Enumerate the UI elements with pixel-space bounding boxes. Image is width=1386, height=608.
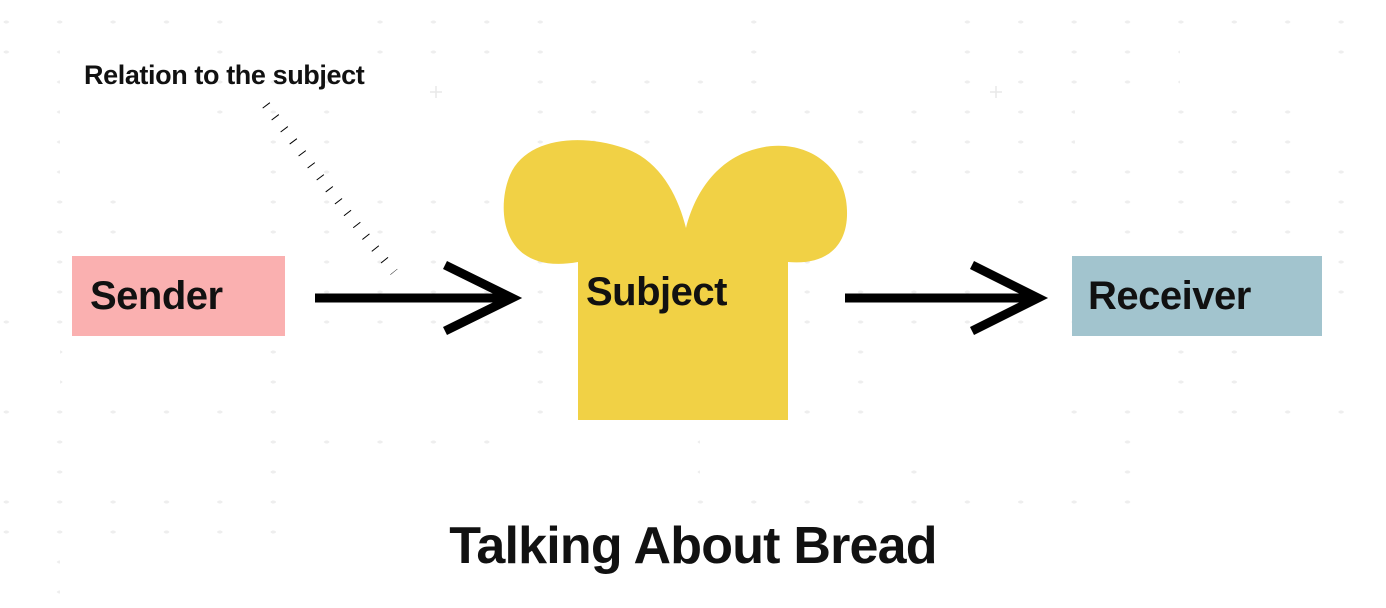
node-receiver[interactable]: Receiver xyxy=(1072,256,1322,336)
canvas-crosshair-marks xyxy=(430,86,1002,98)
node-subject-label: Subject xyxy=(586,270,727,314)
annotation-label-relation-to-the-subject: Relation to the subject xyxy=(84,60,365,90)
node-sender-label: Sender xyxy=(90,273,223,318)
node-subject-shape[interactable] xyxy=(503,140,848,420)
diagram-caption: Talking About Bread xyxy=(449,517,937,575)
dotted-connector-relation xyxy=(262,102,398,275)
node-sender[interactable]: Sender xyxy=(72,256,285,336)
arrow-sender-to-subject xyxy=(315,260,523,336)
arrow-subject-to-receiver xyxy=(845,260,1049,336)
node-receiver-label: Receiver xyxy=(1088,273,1251,318)
